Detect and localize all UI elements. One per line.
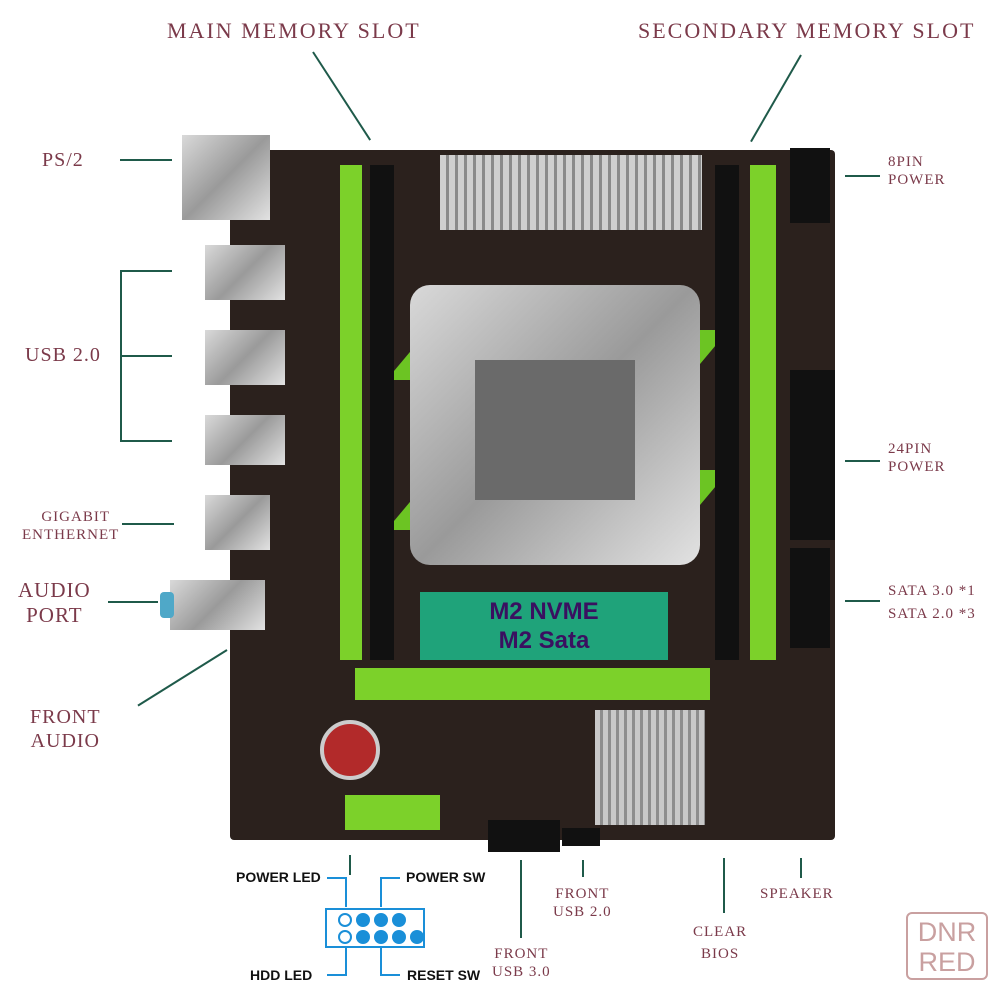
leader-line	[845, 460, 880, 462]
leader-line	[312, 51, 372, 141]
audio-jack	[160, 592, 174, 618]
leader-line	[122, 523, 174, 525]
ps2-port	[182, 135, 270, 220]
label-sata: SATA 3.0 *1 SATA 2.0 *3	[888, 580, 976, 625]
label-gigabit-2: ENTHERNET	[22, 527, 120, 543]
leader-line	[845, 175, 880, 177]
label-8pin: 8PIN POWER	[888, 153, 946, 189]
leader-line	[845, 600, 880, 602]
leader-line	[349, 855, 351, 875]
label-power-sw: POWER SW	[406, 869, 486, 885]
label-24pin-1: 24PIN	[888, 441, 933, 457]
label-front-usb2-2: USB 2.0	[553, 904, 612, 920]
pcie-x1-slot	[345, 795, 440, 830]
label-ps2: PS/2	[42, 149, 84, 171]
label-24pin: 24PIN POWER	[888, 440, 946, 476]
leader-line	[137, 649, 228, 707]
pin	[374, 930, 388, 944]
wire-reset-sw	[380, 946, 400, 976]
pin	[392, 913, 406, 927]
pin-positive	[338, 913, 352, 927]
label-audio-1: AUDIO	[18, 578, 91, 602]
leader-line	[120, 159, 172, 161]
label-front-usb2: FRONT USB 2.0	[553, 885, 612, 921]
label-front-usb3-2: USB 3.0	[492, 964, 551, 980]
wire-power-sw	[380, 877, 400, 907]
chipset-heatsink	[595, 710, 705, 825]
label-secondary-memory: SECONDARY MEMORY SLOT	[638, 18, 976, 43]
label-speaker: SPEAKER	[760, 886, 834, 902]
pin	[392, 930, 406, 944]
label-power-led: POWER LED	[236, 869, 321, 885]
label-24pin-2: POWER	[888, 459, 946, 475]
label-clear-bios: CLEAR BIOS	[693, 923, 747, 963]
front-usb3-header	[488, 820, 560, 852]
wire-hdd-led	[327, 946, 347, 976]
leader-line	[582, 860, 584, 877]
main-memory-slot	[340, 165, 362, 660]
watermark-line2: RED	[918, 947, 976, 977]
leader-line	[120, 440, 172, 442]
m2-slot: M2 NVME M2 Sata	[420, 592, 668, 660]
label-main-memory: MAIN MEMORY SLOT	[167, 18, 421, 43]
pin	[374, 913, 388, 927]
pin	[410, 930, 424, 944]
label-front-audio: FRONT AUDIO	[30, 705, 101, 753]
leader-line	[520, 860, 522, 938]
label-usb20: USB 2.0	[25, 344, 101, 366]
leader-line	[800, 858, 802, 878]
leader-line	[108, 601, 158, 603]
sata-connectors	[790, 548, 830, 648]
8pin-power-connector	[790, 148, 830, 223]
label-clear-bios-1: CLEAR	[693, 924, 748, 940]
watermark-line1: DNR	[917, 917, 977, 947]
label-audio-2: PORT	[26, 603, 83, 628]
ethernet-port	[205, 495, 270, 550]
label-front-usb2-1: FRONT	[555, 886, 610, 902]
24pin-power-connector	[790, 370, 835, 540]
leader-line	[120, 270, 172, 272]
watermark-logo: DNR RED	[906, 912, 988, 980]
usb-port	[205, 330, 285, 385]
label-sata-2: SATA 2.0 *3	[888, 605, 976, 622]
vrm-heatsink	[440, 155, 702, 230]
label-reset-sw: RESET SW	[407, 967, 481, 983]
leader-line	[750, 54, 802, 143]
pin	[356, 913, 370, 927]
usb-port	[205, 415, 285, 465]
usb-port	[205, 245, 285, 300]
memory-slot	[370, 165, 394, 660]
m2-line2: M2 Sata	[498, 627, 590, 654]
leader-line	[120, 355, 172, 357]
label-clear-bios-2: BIOS	[700, 946, 740, 962]
memory-slot	[715, 165, 739, 660]
label-gigabit: GIGABIT ENTHERNET	[22, 508, 119, 544]
pin	[356, 930, 370, 944]
front-usb2-header	[562, 828, 600, 846]
wire-power-led	[327, 877, 347, 907]
label-hdd-led: HDD LED	[250, 967, 313, 983]
label-sata-1: SATA 3.0 *1	[888, 583, 976, 599]
label-8pin-2: POWER	[888, 172, 946, 188]
label-8pin-1: 8PIN	[888, 154, 924, 170]
m2-line1: M2 NVME	[489, 598, 599, 625]
cpu-socket-plate	[475, 360, 635, 500]
leader-line	[723, 858, 725, 913]
label-front-audio-2: AUDIO	[30, 730, 100, 752]
secondary-memory-slot	[750, 165, 776, 660]
pcie-x16-slot	[355, 668, 710, 700]
label-front-usb3: FRONT USB 3.0	[492, 945, 551, 981]
audio-port	[170, 580, 265, 630]
cmos-battery	[320, 720, 380, 780]
label-gigabit-1: GIGABIT	[41, 509, 110, 525]
pin-positive	[338, 930, 352, 944]
label-front-audio-1: FRONT	[30, 706, 101, 728]
label-front-usb3-1: FRONT	[494, 946, 549, 962]
label-audio-port: AUDIO PORT	[18, 578, 91, 628]
